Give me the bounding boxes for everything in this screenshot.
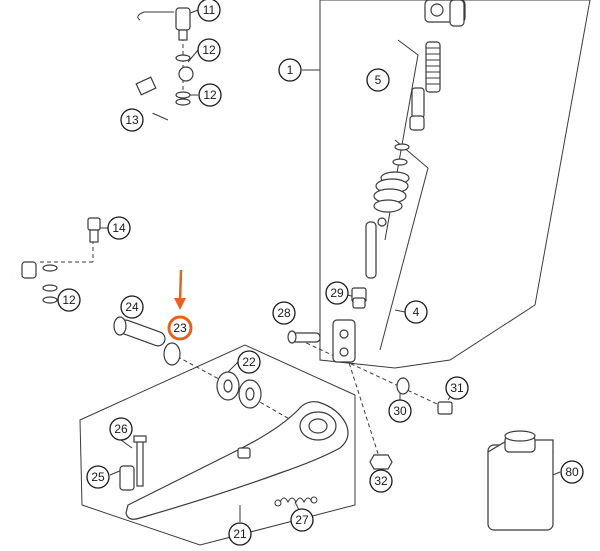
clevis-part [332,319,356,363]
callout-number: 29 [330,286,344,300]
callout-number: 23 [173,321,187,335]
pin-28-part [287,330,321,344]
callout-29: 29 [325,281,349,305]
callout-number: 24 [125,300,139,314]
callout-13: 13 [120,108,144,132]
callout-30: 30 [388,399,412,423]
spring-part [409,41,441,131]
callout-number: 12 [202,43,216,57]
callout-5: 5 [366,68,390,92]
brake-pedal-group-frame [79,344,356,546]
callout-number: 12 [203,88,217,102]
callout-number: 80 [565,465,579,479]
adjuster-screw-part [119,435,147,491]
highlight-arrow [174,269,186,310]
master-cylinder-body-part [424,0,466,27]
pedal-pivot-pin-part [113,316,166,347]
master-cylinder-group-frame [319,0,591,369]
callout-number: 25 [91,470,105,484]
callout-26: 26 [109,417,133,441]
assembly-axes [40,30,451,461]
cotter-pin-part [437,401,453,415]
brake-pedal-part [125,401,349,520]
callout-31: 31 [445,376,469,400]
callout-number: 12 [62,293,76,307]
brake-light-switch-part [137,7,191,41]
callout-number: 1 [287,63,294,77]
bushing-part [216,371,262,409]
callout-number: 28 [277,306,291,320]
locknut-part [351,287,367,309]
callout-80: 80 [560,460,584,484]
callout-22: 22 [237,350,261,374]
callout-number: 11 [203,3,216,17]
callout-12-top: 12 [197,38,221,62]
callout-21: 21 [228,522,252,546]
callout-number: 32 [374,474,388,488]
callout-number: 27 [295,513,309,527]
callout-28: 28 [272,301,296,325]
callout-32: 32 [369,469,393,493]
brake-hose-part [10,66,194,279]
brake-fluid-bottle-part [487,430,554,531]
callout-11: 11 [197,0,221,22]
callout-14: 14 [107,216,131,240]
parts [10,0,554,531]
banjo-bolt-part [87,217,101,243]
piston-seal-kit-part [365,143,410,279]
callout-number: 30 [393,404,407,418]
callout-number: 31 [450,381,464,395]
callout-number: 4 [413,305,420,319]
callout-27: 27 [290,508,314,532]
callout-number: 22 [242,355,256,369]
callout-4: 4 [404,300,428,324]
nut-32-part [369,454,393,470]
callout-number: 13 [125,113,139,127]
callout-number: 14 [112,221,126,235]
callout-12-bottom: 12 [57,288,81,312]
callout-24: 24 [120,295,144,319]
callout-number: 21 [233,527,247,541]
callout-23-highlighted: 23 [167,315,193,341]
callout-12-middle: 12 [198,83,222,107]
callout-25: 25 [86,465,110,489]
callout-number: 26 [114,422,128,436]
callout-number: 5 [375,73,382,87]
callout-1: 1 [278,58,302,82]
return-spring-part [274,496,318,507]
